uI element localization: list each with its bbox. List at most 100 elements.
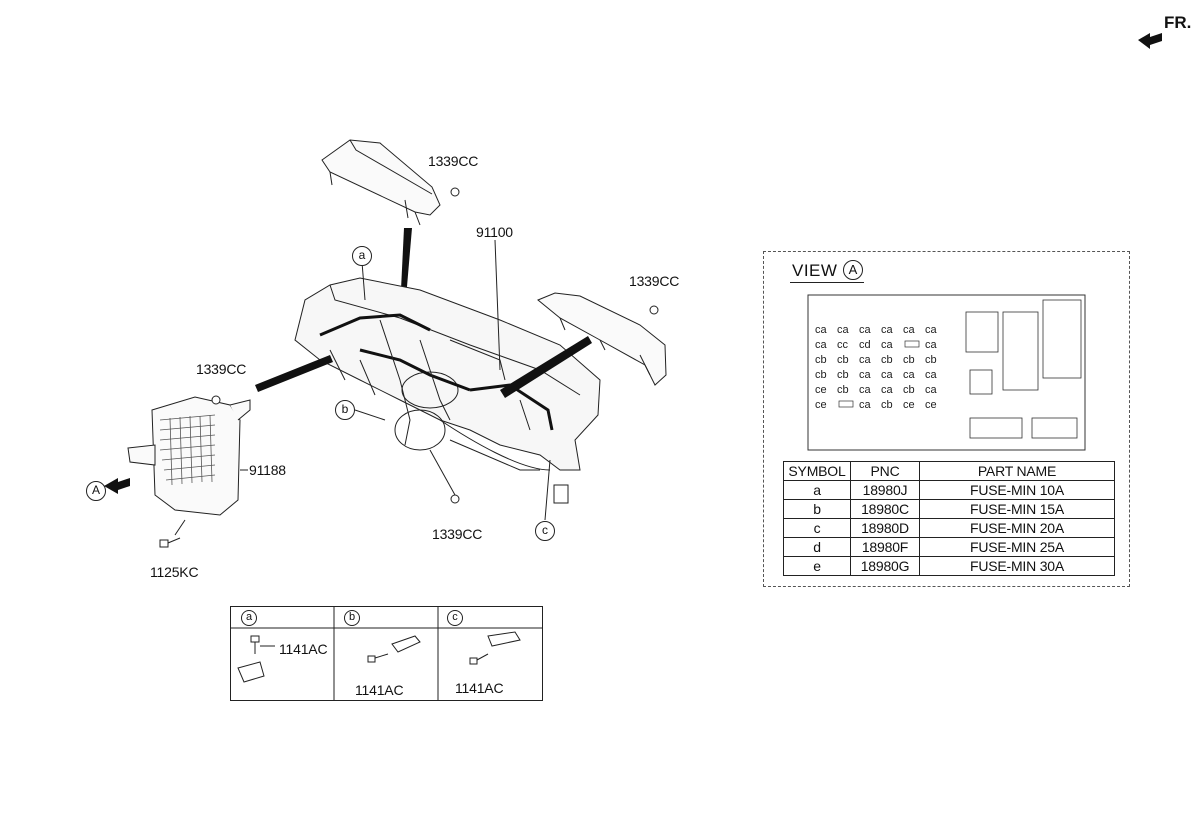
- marker-a: a: [352, 246, 372, 266]
- bolt-icon: [469, 631, 521, 665]
- view-direction-arrow: [104, 478, 130, 494]
- fuse-slot: cc: [837, 339, 849, 351]
- relay-blocks: [965, 299, 1082, 439]
- fuse-slot: ca: [881, 339, 894, 351]
- junction-box-part: [127, 396, 251, 516]
- fuse-slot: cb: [903, 354, 915, 366]
- fuse-slot: cb: [815, 354, 827, 366]
- fuse-slot-empty: [838, 400, 854, 408]
- callout-1339cc-bottom: 1339CC: [432, 526, 483, 542]
- view-title: VIEW: [792, 261, 838, 280]
- fuse-slot: ca: [881, 369, 894, 381]
- fuse-slot: cb: [925, 354, 937, 366]
- cell-part-name: FUSE-MIN 30A: [919, 556, 1115, 576]
- leader-line: [494, 239, 501, 371]
- front-direction-label: FR.: [1164, 13, 1192, 32]
- fuse-slot: cb: [903, 384, 915, 396]
- fuse-slot: ca: [881, 324, 894, 336]
- view-a-panel: [807, 294, 1086, 451]
- view-ref-marker: A: [843, 260, 863, 280]
- callout-1339cc-right: 1339CC: [629, 273, 680, 289]
- leader-line: [361, 261, 366, 301]
- fuse-slot: ca: [815, 339, 828, 351]
- fuse-slot: ca: [837, 324, 850, 336]
- fuse-slot: ce: [815, 399, 827, 411]
- fuse-slot: cb: [881, 399, 893, 411]
- fuse-slot: ce: [903, 399, 915, 411]
- fuse-slot: ca: [859, 369, 872, 381]
- col-pnc: PNC: [850, 461, 920, 481]
- fuse-slot-empty: [904, 340, 920, 348]
- detail-b-part: 1141AC: [355, 682, 404, 698]
- marker-b: b: [335, 400, 355, 420]
- fuse-slot: ca: [925, 384, 938, 396]
- fuse-slot: ca: [881, 384, 894, 396]
- nut-icon: [450, 494, 460, 504]
- view-title-underline: [790, 282, 864, 283]
- leader-line: [544, 459, 551, 521]
- fuse-slot: cb: [815, 369, 827, 381]
- callout-91100: 91100: [476, 224, 513, 240]
- upper-duct-part: [321, 139, 441, 226]
- fuse-slot: ca: [859, 354, 872, 366]
- cell-part-name: FUSE-MIN 10A: [919, 480, 1115, 500]
- fuse-slot: ca: [859, 324, 872, 336]
- cell-pnc: 18980D: [850, 518, 920, 538]
- wiring-harness-part: [319, 313, 554, 431]
- fuse-slot: cd: [859, 339, 871, 351]
- cell-symbol: d: [783, 537, 851, 557]
- bolt-icon: [237, 635, 265, 683]
- table-row: d 18980F FUSE-MIN 25A: [783, 537, 1115, 557]
- cell-symbol: b: [783, 499, 851, 519]
- detail-artwork: [230, 606, 543, 701]
- detail-c-part: 1141AC: [455, 680, 504, 696]
- callout-1339cc-left: 1339CC: [196, 361, 247, 377]
- fuse-slot: ca: [815, 324, 828, 336]
- callout-1339cc-top: 1339CC: [428, 153, 479, 169]
- fuse-slot: ca: [925, 369, 938, 381]
- detail-a-part: 1141AC: [279, 641, 328, 657]
- fuse-slot: ca: [925, 324, 938, 336]
- marker-view-a: A: [86, 481, 106, 501]
- table-row: b 18980C FUSE-MIN 15A: [783, 499, 1115, 519]
- fuse-slot: ca: [859, 399, 872, 411]
- detail-box: a b c 1141AC 1141AC 1141AC: [230, 606, 543, 701]
- dash-panel-part: [294, 277, 601, 471]
- col-symbol: SYMBOL: [783, 461, 851, 481]
- bolt-icon: [367, 635, 421, 663]
- col-part-name: PART NAME: [919, 461, 1115, 481]
- bolt-icon: [159, 537, 181, 548]
- fuse-slot: ce: [815, 384, 827, 396]
- callout-91188: 91188: [249, 462, 286, 478]
- marker-c: c: [535, 521, 555, 541]
- cell-pnc: 18980G: [850, 556, 920, 576]
- pointer-arrow: [500, 336, 592, 398]
- nut-icon: [211, 395, 221, 405]
- fuse-table: SYMBOL PNC PART NAME a 18980J FUSE-MIN 1…: [783, 461, 1115, 576]
- callout-1125kc: 1125KC: [150, 564, 199, 580]
- detail-tag-c: c: [447, 610, 463, 626]
- cell-symbol: c: [783, 518, 851, 538]
- fuse-slot: cb: [837, 384, 849, 396]
- cell-part-name: FUSE-MIN 15A: [919, 499, 1115, 519]
- table-row: a 18980J FUSE-MIN 10A: [783, 480, 1115, 500]
- cell-symbol: e: [783, 556, 851, 576]
- leader-line: [354, 409, 386, 421]
- fuse-slot: cb: [837, 354, 849, 366]
- table-row: c 18980D FUSE-MIN 20A: [783, 518, 1115, 538]
- table-row: e 18980G FUSE-MIN 30A: [783, 556, 1115, 576]
- fuse-slot: ca: [925, 339, 938, 351]
- fuse-grid: [159, 414, 216, 486]
- fuse-slot: cb: [837, 369, 849, 381]
- fuse-slot: cb: [881, 354, 893, 366]
- right-duct-part: [537, 292, 667, 386]
- nut-icon: [649, 305, 659, 315]
- fuse-slot: ca: [859, 384, 872, 396]
- leader-line: [429, 449, 456, 496]
- fuse-slot: ca: [903, 369, 916, 381]
- cell-symbol: a: [783, 480, 851, 500]
- nut-icon: [450, 187, 460, 197]
- fuse-table-header: SYMBOL PNC PART NAME: [783, 461, 1115, 481]
